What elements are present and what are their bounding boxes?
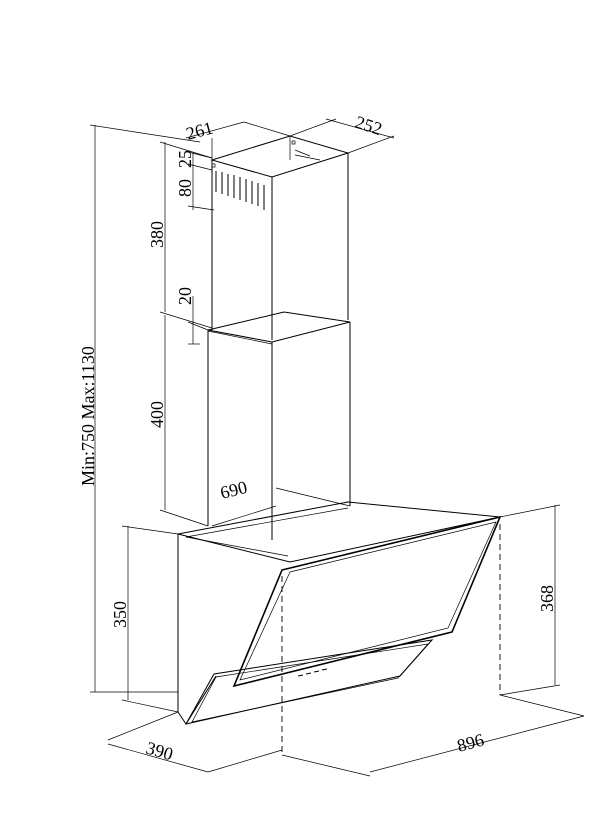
dim-total-height-range: Min:750 Max:1130 xyxy=(78,346,98,486)
vent-slots xyxy=(211,163,265,210)
dim-vent-height: 80 xyxy=(175,179,195,197)
dim-hood-width: 896 xyxy=(455,730,486,756)
dim-hood-glass-height: 368 xyxy=(537,585,557,612)
dim-lower-chimney-height: 400 xyxy=(147,401,167,428)
dim-chimney-width: 261 xyxy=(184,118,215,144)
dim-hood-body-height: 350 xyxy=(110,601,130,628)
dimension-lines xyxy=(89,118,585,777)
dim-hood-depth-top: 690 xyxy=(218,477,249,503)
control-buttons xyxy=(297,668,328,677)
dim-upper-chimney-height: 380 xyxy=(147,221,167,248)
hood-body xyxy=(177,501,502,755)
dim-vent-offset: 25 xyxy=(175,150,195,168)
dim-chimney-depth: 252 xyxy=(353,112,385,139)
dim-chimney-overlap: 20 xyxy=(175,287,195,305)
dim-hood-depth-bottom: 390 xyxy=(144,738,175,765)
upper-chimney xyxy=(210,135,350,340)
